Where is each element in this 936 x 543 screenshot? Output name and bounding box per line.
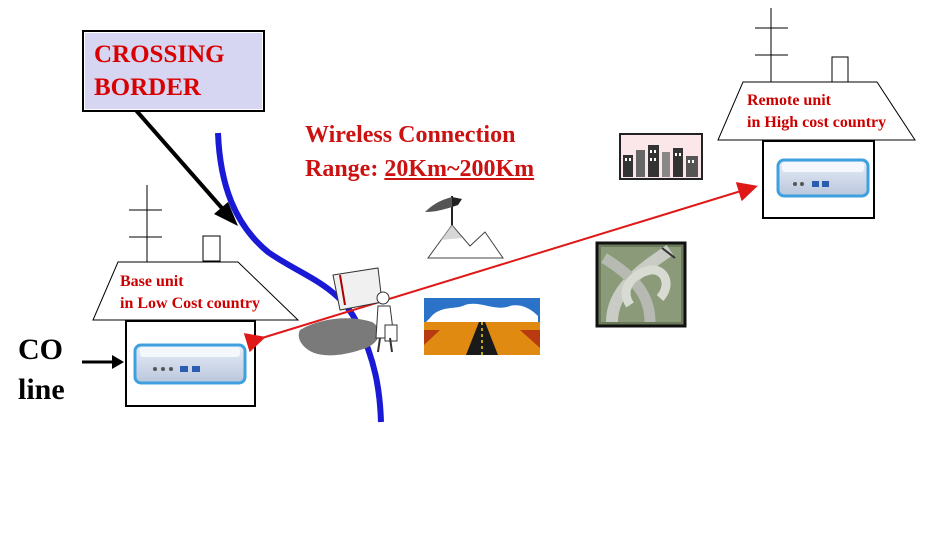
wireless-range-value: 20Km~200Km [384,156,535,182]
crossing-pointer-arrowhead [214,202,238,226]
base-unit-line1: Base unit [120,273,184,290]
crossing-border-line1: CROSSING [94,41,225,68]
remote-unit-line2: in High cost country [747,114,887,131]
base-unit-line2: in Low Cost country [120,295,261,312]
city-skyline-icon [619,133,703,180]
highway-interchange-icon [595,241,687,328]
crossing-border-box [82,30,265,112]
co-line-line1: CO [18,333,63,366]
remote-unit-line1: Remote unit [747,92,831,109]
modem-icon [776,158,870,198]
traveler-icon [298,267,398,356]
wireless-link-arrow [243,182,758,353]
wireless-range-label: Range: [305,156,385,182]
crossing-border-line2: BORDER [94,74,201,101]
desert-road-icon [424,298,540,355]
flag-mountain-icon [425,196,504,259]
modem-icon [133,343,247,385]
co-line-label: CO line [18,330,65,410]
co-line-line2: line [18,373,65,406]
wireless-title: Wireless Connection [305,122,516,148]
wireless-range: Range: 20Km~200Km [305,156,534,183]
crossing-pointer-arrow [132,106,230,217]
remote-unit-label: Remote unit in High cost country [747,90,886,134]
crossing-border-label: CROSSING BORDER [94,38,225,104]
base-unit-label: Base unit in Low Cost country [120,271,260,315]
co-line-arrowhead [112,355,124,369]
